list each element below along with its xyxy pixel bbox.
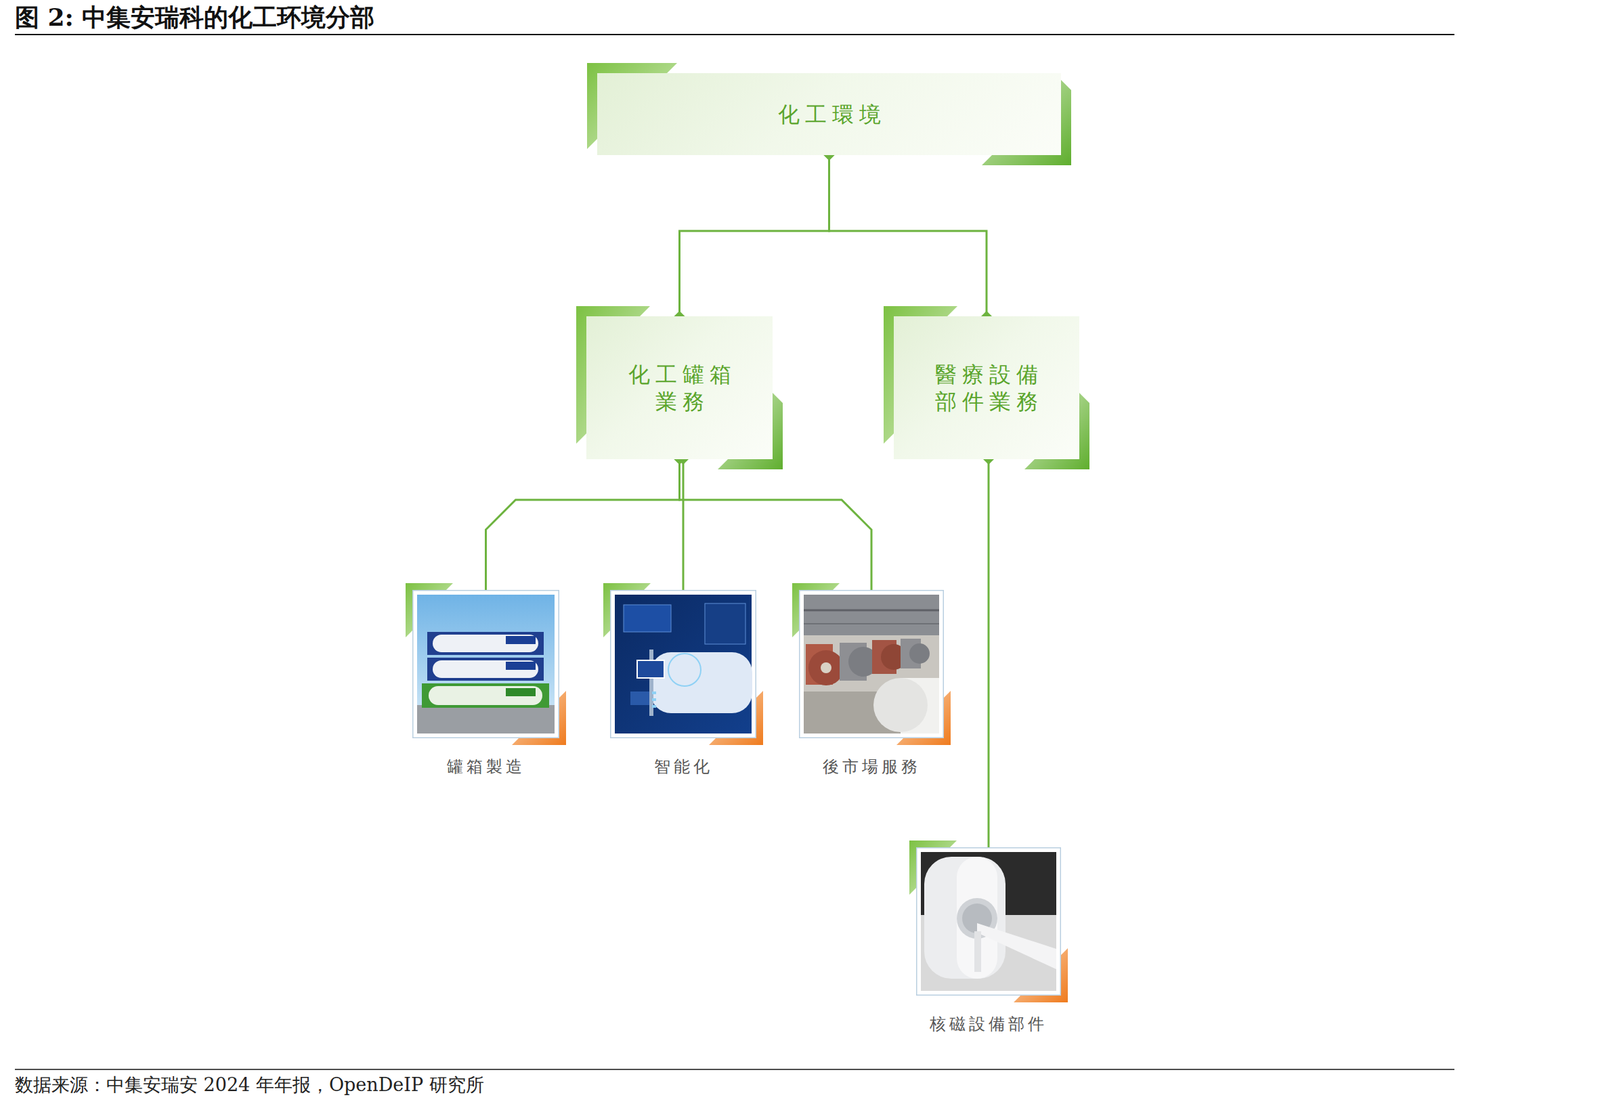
smart-tank-screen bbox=[610, 589, 757, 739]
tank-stack-photo bbox=[412, 589, 560, 739]
workshop-photo bbox=[798, 589, 944, 739]
image-caption: 智能化 bbox=[582, 755, 784, 778]
image-caption: 後市場服務 bbox=[771, 755, 971, 778]
category-box: 醫療設備 部件業務 bbox=[893, 316, 1080, 460]
tree-connector bbox=[987, 459, 990, 848]
box-bevels bbox=[576, 62, 1090, 470]
image-node: 智能化 bbox=[610, 589, 757, 739]
box-label: 醫療設備 部件業務 bbox=[924, 360, 1049, 416]
category-box: 化工罐箱 業務 bbox=[586, 316, 773, 460]
image-node: 核磁設備部件 bbox=[916, 847, 1062, 996]
tree-connector bbox=[829, 155, 988, 317]
source-caption: 数据来源：中集安瑞安 2024 年年报，OpenDeIP 研究所 bbox=[14, 1072, 485, 1097]
header-rule bbox=[14, 33, 1455, 36]
tree-connector bbox=[679, 459, 873, 590]
image-node: 罐箱製造 bbox=[412, 589, 560, 739]
image-caption: 核磁設備部件 bbox=[889, 1012, 1089, 1035]
image-caption: 罐箱製造 bbox=[385, 755, 587, 778]
figure-title: 图 2: 中集安瑞科的化工环境分部 bbox=[14, 1, 375, 35]
image-node: 後市場服務 bbox=[798, 589, 944, 739]
mri-photo bbox=[916, 847, 1062, 996]
box-label: 化工環境 bbox=[772, 100, 887, 128]
tree-connector bbox=[682, 459, 685, 590]
category-box: 化工環境 bbox=[597, 73, 1062, 156]
box-label: 化工罐箱 業務 bbox=[617, 360, 742, 416]
image-bevels bbox=[405, 582, 1068, 1003]
tree-connector bbox=[679, 155, 830, 317]
footer-rule bbox=[14, 1068, 1455, 1070]
tree-connector bbox=[486, 459, 680, 590]
